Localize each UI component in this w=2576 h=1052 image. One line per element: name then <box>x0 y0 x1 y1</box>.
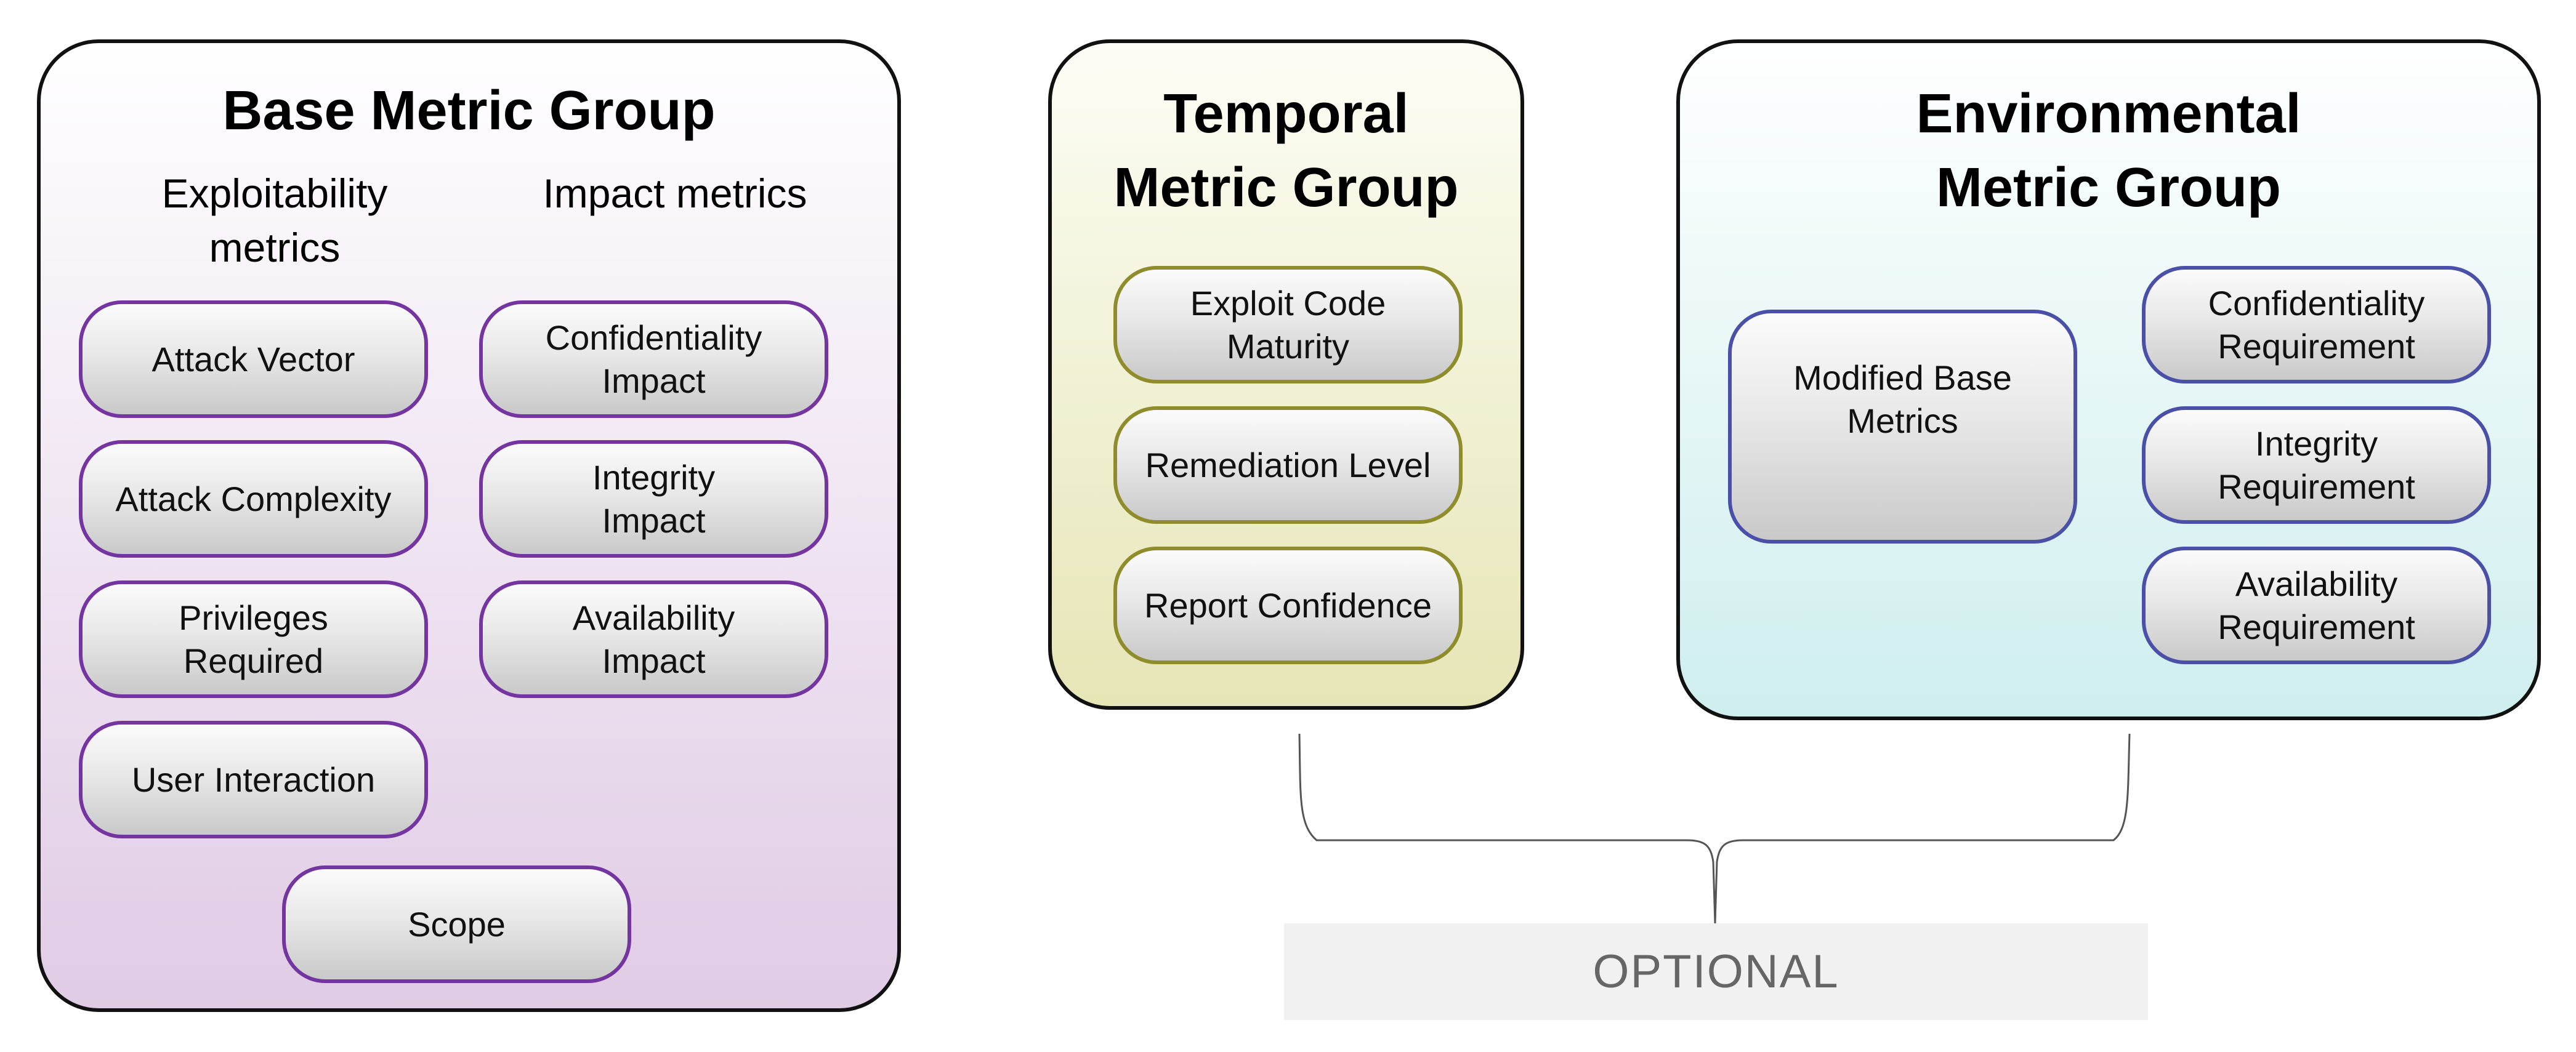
optional-label-box: OPTIONAL <box>1284 923 2148 1020</box>
user-interaction-metric: User Interaction <box>79 721 428 838</box>
integrity-requirement-metric: Integrity Requirement <box>2142 406 2491 524</box>
scope-metric: Scope <box>282 865 631 983</box>
optional-label: OPTIONAL <box>1593 946 1839 998</box>
integrity-impact-label: Integrity Impact <box>592 457 716 540</box>
availability-requirement-label: Availability Requirement <box>2218 564 2415 646</box>
temporal-metric-group-title: Temporal Metric Group <box>1113 83 1459 219</box>
attack-complexity-metric: Attack Complexity <box>79 440 428 558</box>
environmental-metric-group: Environmental Metric Group Modified Base… <box>1676 39 2541 720</box>
user-interaction-label: User Interaction <box>131 760 376 799</box>
attack-vector-label: Attack Vector <box>151 339 355 379</box>
confidentiality-requirement-metric: Confidentiality Requirement <box>2142 266 2491 383</box>
report-confidence-metric: Report Confidence <box>1113 547 1463 664</box>
environmental-metric-group-title: Environmental Metric Group <box>1916 83 2301 219</box>
modified-base-metrics: Modified Base Metrics <box>1728 310 2077 544</box>
availability-impact-label: Availability Impact <box>572 598 735 680</box>
integrity-requirement-label: Integrity Requirement <box>2218 424 2415 506</box>
remediation-level-label: Remediation Level <box>1145 445 1431 484</box>
remediation-level-metric: Remediation Level <box>1113 406 1463 524</box>
confidentiality-requirement-label: Confidentiality Requirement <box>2208 283 2425 366</box>
exploitability-metrics-heading: Exploitability metrics <box>161 171 388 270</box>
scope-label: Scope <box>408 904 506 944</box>
integrity-impact-metric: Integrity Impact <box>479 440 828 558</box>
confidentiality-impact-metric: Confidentiality Impact <box>479 300 828 418</box>
confidentiality-impact-label: Confidentiality Impact <box>545 318 762 400</box>
privileges-required-label: Privileges Required <box>179 598 328 680</box>
attack-complexity-label: Attack Complexity <box>115 479 392 518</box>
availability-impact-metric: Availability Impact <box>479 580 828 698</box>
modified-base-metrics-label: Modified Base Metrics <box>1793 358 2012 440</box>
impact-metrics-heading: Impact metrics <box>543 171 807 216</box>
base-metric-group-title: Base Metric Group <box>222 80 716 142</box>
availability-requirement-metric: Availability Requirement <box>2142 547 2491 664</box>
base-metric-group: Base Metric Group Exploitability metrics… <box>37 39 901 1012</box>
attack-vector-metric: Attack Vector <box>79 300 428 418</box>
temporal-metric-group: Temporal Metric Group Exploit Code Matur… <box>1048 39 1524 710</box>
exploit-code-maturity-metric: Exploit Code Maturity <box>1113 266 1463 383</box>
privileges-required-metric: Privileges Required <box>79 580 428 698</box>
report-confidence-label: Report Confidence <box>1144 585 1432 625</box>
exploit-code-maturity-label: Exploit Code Maturity <box>1190 283 1386 366</box>
